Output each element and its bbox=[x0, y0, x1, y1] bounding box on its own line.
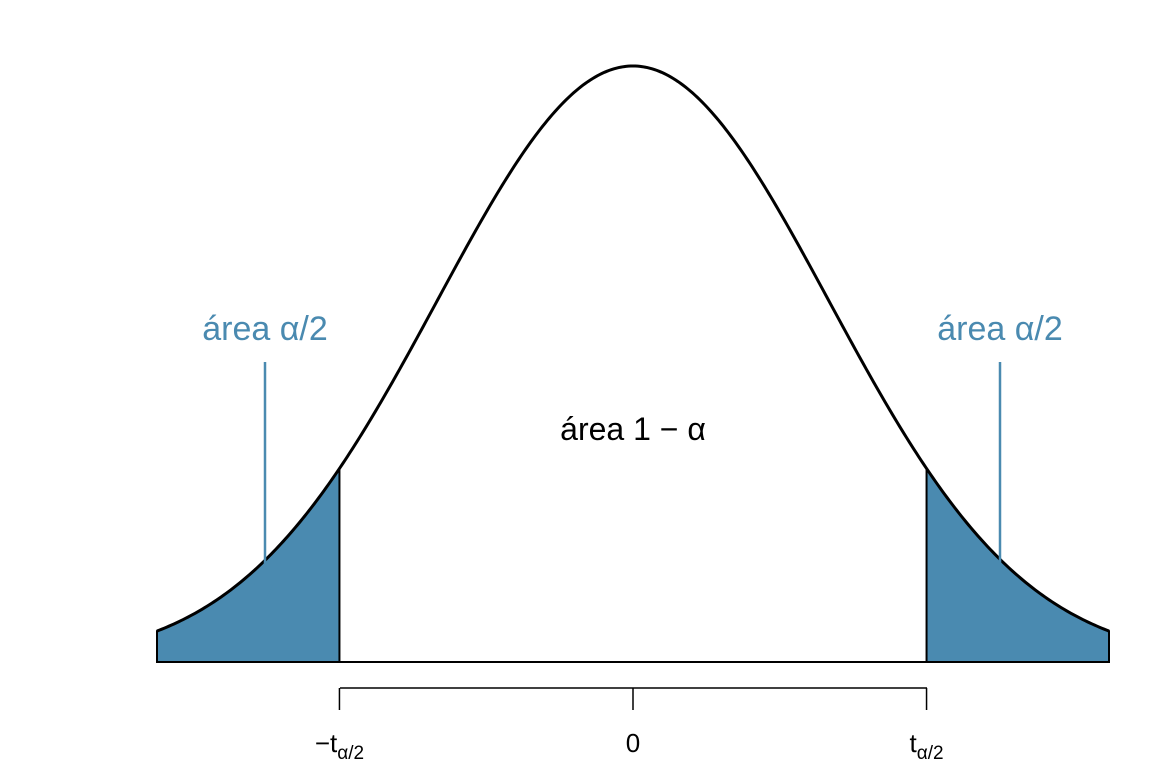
density-curve bbox=[156, 64, 1110, 633]
right-tail-shaded-area bbox=[925, 465, 1110, 663]
left-tail-shaded-area bbox=[156, 465, 341, 663]
axis-tick-label: tα/2 bbox=[910, 728, 944, 764]
center-area-label: área 1 − α bbox=[560, 411, 706, 447]
axis-tick-label: −tα/2 bbox=[315, 728, 364, 764]
right-arrow bbox=[988, 362, 1012, 606]
axis-tick-label: 0 bbox=[626, 728, 640, 758]
left-tail-label: área α/2 bbox=[202, 310, 328, 348]
left-arrow bbox=[253, 362, 277, 606]
right-tail-label: área α/2 bbox=[937, 310, 1063, 348]
x-axis: −tα/2 0 tα/2 bbox=[315, 687, 944, 764]
